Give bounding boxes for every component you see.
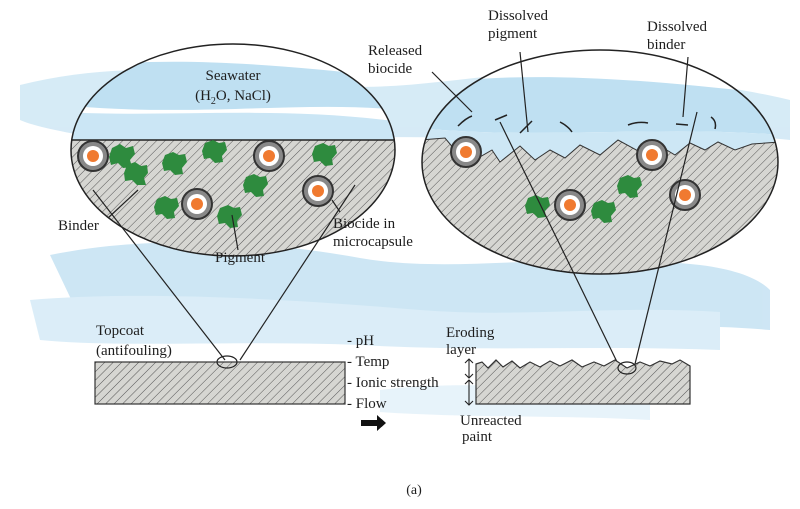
right-callouts [431,51,698,369]
topcoat-layer [94,361,346,405]
condition-item: - Ionic strength [347,375,439,391]
released-biocide-label-line2: biocide [368,61,412,77]
biocide-label-line1: Biocide in [333,216,396,232]
pigment-particles [109,140,337,228]
condition-item: - Temp [347,354,389,370]
dissolved-pigment-label-line1: Dissolved [488,8,549,24]
biocide-microcapsules [77,140,334,220]
microcapsule [77,140,109,172]
dissolved-debris [457,114,717,134]
microcapsule [636,139,668,171]
microcapsule [253,140,285,172]
dissolved-binder-label-line2: binder [647,37,685,53]
right-arrow-icon [361,415,386,431]
unreacted-paint-label-line1: Unreacted [460,413,522,429]
right-magnified-view [421,49,779,275]
topcoat-label-line2: (antifouling) [96,343,172,359]
pigment-label: Pigment [215,250,266,266]
figure-caption: (a) [406,483,422,498]
eroded-paint-layer [475,359,691,405]
binder-label: Binder [58,218,99,234]
topcoat-label-line1: Topcoat [96,323,145,339]
dissolved-pigment-label-line2: pigment [488,26,538,42]
microcapsule [554,189,586,221]
biocide-microcapsules [450,136,701,221]
seawater-formula: (H2O, NaCl) [195,88,271,107]
released-biocide-label-line1: Released [368,43,423,59]
biocide-label-line2: microcapsule [333,234,413,250]
unreacted-paint-label-line2: paint [462,429,493,445]
magnify-spot-right [617,361,637,375]
seawater-label: Seawater [206,68,261,84]
left-callouts [92,184,356,361]
conditions-list: - pH - Temp - Ionic strength - Flow [347,333,439,431]
microcapsule [181,188,213,220]
microcapsule [302,175,334,207]
dissolved-binder-label-line1: Dissolved [647,19,708,35]
eroding-layer-label-line2: layer [446,342,476,358]
layer-dimension-arrows [464,358,474,406]
microcapsule [450,136,482,168]
condition-item: - pH [347,333,374,349]
microcapsule [669,179,701,211]
eroding-layer-label-line1: Eroding [446,325,495,341]
condition-item: - Flow [347,396,387,412]
magnify-spot-left [216,355,238,369]
